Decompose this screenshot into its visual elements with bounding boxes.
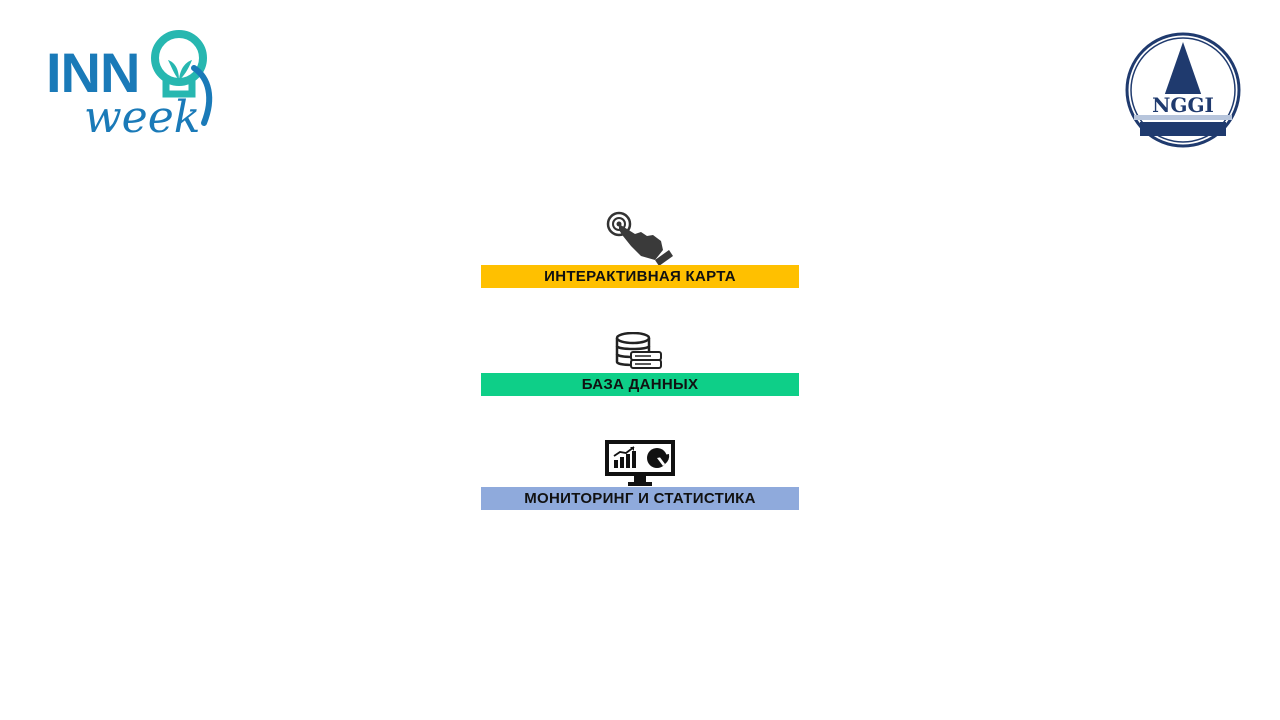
- lightbulb-icon: [151, 30, 207, 98]
- inno-week-logo: INN week: [46, 30, 213, 140]
- menu-item-database[interactable]: БАЗА ДАННЫХ: [481, 330, 799, 396]
- inno-logo-text: INN: [46, 41, 139, 104]
- week-logo-text: week: [84, 92, 200, 140]
- nggi-logo-text: NGGI: [1152, 93, 1214, 117]
- nggi-logo: NGGI: [1125, 32, 1241, 148]
- database-server-icon: [615, 332, 662, 369]
- menu-label-interactive-map: ИНТЕРАКТИВНАЯ КАРТА: [481, 265, 799, 288]
- menu-item-monitoring[interactable]: МОНИТОРИНГ И СТАТИСТИКА: [481, 438, 799, 511]
- monitor-chart-icon: [605, 440, 675, 486]
- menu-label-monitoring: МОНИТОРИНГ И СТАТИСТИКА: [481, 487, 799, 510]
- menu-label-database: БАЗА ДАННЫХ: [481, 373, 799, 396]
- touch-hand-icon: [606, 211, 673, 266]
- menu-item-interactive-map[interactable]: ИНТЕРАКТИВНАЯ КАРТА: [481, 208, 799, 290]
